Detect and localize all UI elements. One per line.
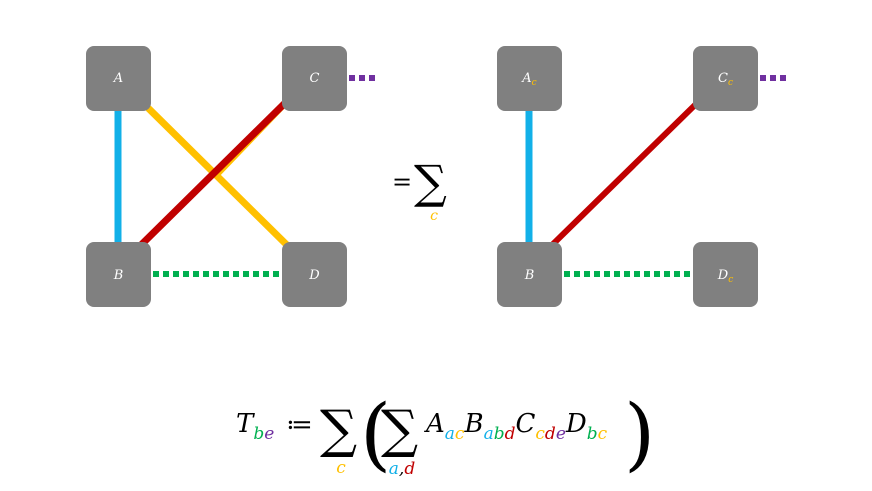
middle-sigma: ∑ [414,155,447,209]
right-node-d-label: Dc [717,268,733,285]
middle-sum: = ∑ c [392,155,447,224]
formula-lhs: Tbe [236,409,274,444]
left-node-b-label: B [113,268,124,283]
formula-inner-sigma: ∑ [381,400,418,460]
left-diagram: A C B D [86,46,376,307]
right-node-a-label: Ac [521,71,536,88]
formula-tensor-product: AacBabdCcdeDbc [424,409,608,444]
right-node-c [693,46,758,111]
right-node-a [497,46,562,111]
right-diagram: Ac Cc B Dc [497,46,788,307]
middle-sum-index: c [430,208,438,224]
right-edge-b-c-red [548,100,700,249]
left-node-c-label: C [310,71,320,86]
formula-open-paren: ( [360,387,391,480]
left-edge-b-c-red [137,100,288,249]
formula-outer-sigma: ∑ [320,400,357,460]
formula-inner-sum-index: a,d [389,459,416,479]
left-node-d [282,242,347,307]
left-node-d-label: D [308,268,320,283]
formula-close-paren: ) [624,387,655,480]
equals-sign: = [392,168,412,196]
right-node-b-label: B [524,268,535,283]
formula-outer-sum-index: c [336,458,346,478]
formula-assign: ≔ [286,410,313,440]
left-node-c [282,46,347,111]
contraction-formula: Tbe ≔ ∑ c ( ∑ a,d AacBabdCcdeDbc ) [236,387,655,480]
right-node-c-label: Cc [718,71,733,88]
left-node-a [86,46,151,111]
right-node-d [693,242,758,307]
right-node-b [497,242,562,307]
left-node-b [86,242,151,307]
left-node-a-label: A [113,71,123,86]
